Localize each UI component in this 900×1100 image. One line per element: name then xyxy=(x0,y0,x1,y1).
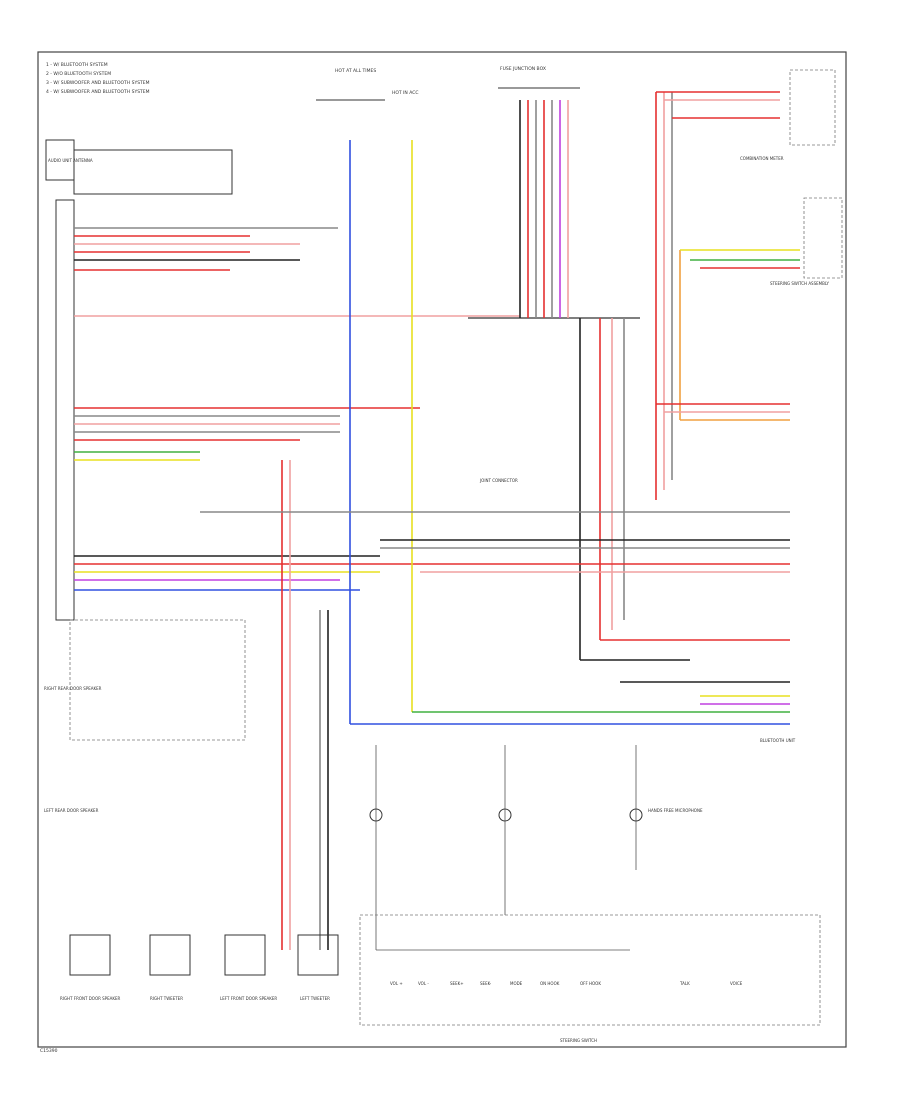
left-tweeter-label: LEFT TWEETER xyxy=(300,996,330,1001)
switch-seek-minus: SEEK- xyxy=(480,981,492,986)
switch-vol-plus: VOL + xyxy=(390,981,403,986)
speaker-right-tweeter xyxy=(149,934,191,976)
speaker-row: RIGHT FRONT DOOR SPEAKER RIGHT TWEETER L… xyxy=(60,934,339,1001)
note-3: 3 - W/ SUBWOOFER AND BLUETOOTH SYSTEM xyxy=(46,80,150,86)
speaker-left-front xyxy=(224,934,266,976)
hot-in-acc: HOT IN ACC xyxy=(392,90,419,96)
steering-switch-bottom-label: STEERING SWITCH xyxy=(560,1038,597,1043)
hot-at-all-times: HOT AT ALL TIMES xyxy=(335,68,376,74)
left-rear-door-speaker-label: LEFT REAR DOOR SPEAKER xyxy=(44,808,99,813)
wire-bundle-left xyxy=(74,227,520,591)
switch-on-hook: ON HOOK xyxy=(540,981,560,986)
steering-switches: VOL + VOL - SEEK+ SEEK- MODE ON HOOK OFF… xyxy=(376,949,743,986)
diagram-frame xyxy=(37,51,847,1048)
switch-off-hook: OFF HOOK xyxy=(580,981,601,986)
speaker-left-tweeter xyxy=(297,934,339,976)
steering-switch-bottom-box xyxy=(359,914,821,1026)
wire-trunks xyxy=(281,92,681,950)
bluetooth-unit-label: BLUETOOTH UNIT xyxy=(760,738,796,743)
note-4: 4 - W/ SUBWOOFER AND BLUETOOTH SYSTEM xyxy=(46,89,150,95)
audio-unit-left-column xyxy=(55,199,75,621)
right-tweeter-label: RIGHT TWEETER xyxy=(150,996,183,1001)
hands-free-mic-label: HANDS FREE MICROPHONE xyxy=(648,808,703,813)
antenna-connector-box xyxy=(73,149,233,195)
switch-mode: MODE xyxy=(510,981,523,986)
antenna-label: AUDIO UNIT ANTENNA xyxy=(48,158,93,163)
note-2: 2 - W/O BLUETOOTH SYSTEM xyxy=(46,71,111,77)
steering-switch-label: STEERING SWITCH ASSEMBLY xyxy=(770,281,830,286)
joint-connector-label: JOINT CONNECTOR xyxy=(479,478,518,483)
combination-meter-label: COMBINATION METER xyxy=(740,156,784,161)
notes-block: 1 - W/ BLUETOOTH SYSTEM 2 - W/O BLUETOOT… xyxy=(46,62,150,95)
note-1: 1 - W/ BLUETOOTH SYSTEM xyxy=(46,62,108,68)
right-front-door-speaker-label: RIGHT FRONT DOOR SPEAKER xyxy=(60,996,121,1001)
left-front-door-speaker-label: LEFT FRONT DOOR SPEAKER xyxy=(220,996,277,1001)
steering-switch-box xyxy=(803,197,843,279)
switch-seek-plus: SEEK+ xyxy=(450,981,464,986)
switch-vol-minus: VOL - xyxy=(418,981,429,986)
footer-code: C15390 xyxy=(40,1048,58,1054)
switch-voice: VOICE xyxy=(730,981,743,986)
rear-speaker-group xyxy=(69,619,246,741)
wire-bundle-right xyxy=(200,91,800,725)
combination-meter-box xyxy=(789,69,836,146)
speaker-right-rear xyxy=(69,934,111,976)
right-rear-door-speaker-label: RIGHT REAR DOOR SPEAKER xyxy=(44,686,102,691)
switch-talk: TALK xyxy=(679,981,690,986)
fuse-junction-box: FUSE JUNCTION BOX xyxy=(500,66,546,72)
